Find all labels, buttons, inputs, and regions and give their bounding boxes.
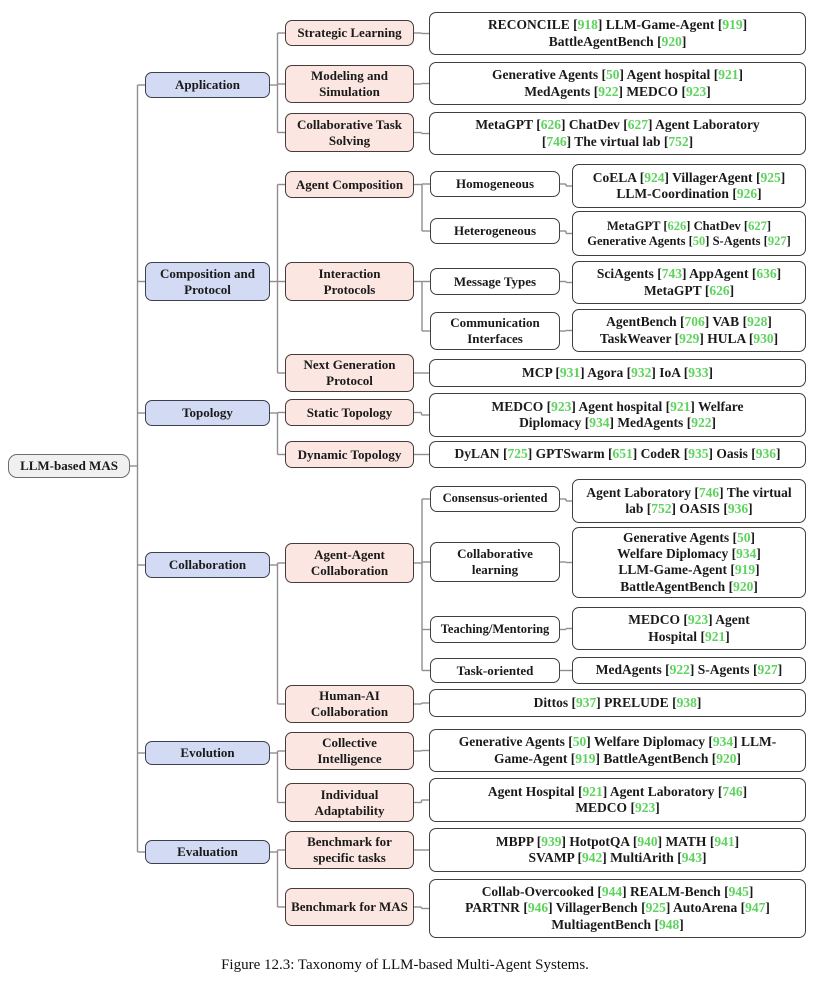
node-next-generation-protocol: Next Generation Protocol: [285, 354, 414, 392]
refs-text: Agent Laboratory [746] The virtual lab […: [586, 484, 792, 516]
refs-text: MetaGPT [626] ChatDev [627] Agent Labora…: [475, 117, 760, 149]
node-interaction-protocols: Interaction Protocols: [285, 262, 414, 301]
refs-static-topology: MEDCO [923] Agent hospital [921] Welfare…: [429, 393, 806, 437]
refs-text: MetaGPT [626] ChatDev [627] Generative A…: [587, 218, 791, 248]
refs-message-types: SciAgents [743] AppAgent [636] MetaGPT […: [572, 261, 806, 304]
refs-consensus-oriented: Agent Laboratory [746] The virtual lab […: [572, 479, 806, 523]
refs-text: Generative Agents [50] Welfare Diplomacy…: [458, 734, 777, 766]
refs-next-generation-protocol: MCP [931] Agora [932] IoA [933]: [429, 359, 806, 387]
node-collaborative-learning: Collaborative learning: [430, 542, 560, 582]
branch-application: Application: [145, 72, 270, 98]
refs-communication-interfaces: AgentBench [706] VAB [928] TaskWeaver [9…: [572, 309, 806, 352]
node-individual-adaptability: Individual Adaptability: [285, 783, 414, 822]
refs-text: Agent Hospital [921] Agent Laboratory [7…: [487, 783, 748, 815]
node-human-ai-collaboration: Human-AI Collaboration: [285, 685, 414, 723]
node-agent-composition: Agent Composition: [285, 171, 414, 198]
branch-evaluation: Evaluation: [145, 840, 270, 864]
root-node-llm-based-mas: LLM-based MAS: [8, 454, 130, 478]
refs-text: RECONCILE [918] LLM-Game-Agent [919] Bat…: [487, 17, 748, 49]
node-homogeneous: Homogeneous: [430, 171, 560, 197]
node-collaborative-task-solving: Collaborative Task Solving: [285, 113, 414, 152]
refs-task-oriented: MedAgents [922] S-Agents [927]: [572, 657, 806, 684]
refs-heterogeneous: MetaGPT [626] ChatDev [627] Generative A…: [572, 211, 806, 256]
refs-text: Generative Agents [50] Welfare Diplomacy…: [617, 530, 761, 594]
refs-strategic-learning: RECONCILE [918] LLM-Game-Agent [919] Bat…: [429, 12, 806, 55]
refs-collective-intelligence: Generative Agents [50] Welfare Diplomacy…: [429, 729, 806, 772]
node-communication-interfaces: Communication Interfaces: [430, 312, 560, 350]
refs-benchmark-for-mas: Collab-Overcooked [944] REALM-Bench [945…: [429, 879, 806, 938]
node-benchmark-for-mas: Benchmark for MAS: [285, 888, 414, 926]
refs-text: Collab-Overcooked [944] REALM-Bench [945…: [465, 884, 770, 932]
refs-text: DyLAN [725] GPTSwarm [651] CodeR [935] O…: [454, 446, 781, 462]
refs-teaching-mentoring: MEDCO [923] Agent Hospital [921]: [572, 607, 806, 650]
refs-text: MedAgents [922] S-Agents [927]: [595, 662, 783, 678]
refs-text: Generative Agents [50] Agent hospital [9…: [492, 67, 743, 99]
refs-collaborative-task-solving: MetaGPT [626] ChatDev [627] Agent Labora…: [429, 112, 806, 155]
refs-text: SciAgents [743] AppAgent [636] MetaGPT […: [596, 266, 782, 298]
refs-modeling-and-simulation: Generative Agents [50] Agent hospital [9…: [429, 62, 806, 105]
node-static-topology: Static Topology: [285, 399, 414, 426]
refs-text: MEDCO [923] Agent Hospital [921]: [628, 612, 750, 644]
branch-topology: Topology: [145, 400, 270, 426]
node-consensus-oriented: Consensus-oriented: [430, 486, 560, 512]
refs-text: MEDCO [923] Agent hospital [921] Welfare…: [491, 398, 744, 430]
refs-dynamic-topology: DyLAN [725] GPTSwarm [651] CodeR [935] O…: [429, 441, 806, 468]
refs-text: AgentBench [706] VAB [928] TaskWeaver [9…: [599, 314, 779, 346]
node-agent-agent-collaboration: Agent-Agent Collaboration: [285, 543, 414, 583]
refs-text: MBPP [939] HotpotQA [940] MATH [941] SVA…: [495, 833, 740, 865]
refs-homogeneous: CoELA [924] VillagerAgent [925] LLM-Coor…: [572, 164, 806, 208]
node-modeling-and-simulation: Modeling and Simulation: [285, 65, 414, 103]
refs-human-ai-collaboration: Dittos [937] PRELUDE [938]: [429, 689, 806, 717]
node-heterogeneous: Heterogeneous: [430, 218, 560, 244]
refs-text: Dittos [937] PRELUDE [938]: [533, 694, 702, 710]
refs-benchmark-for-specific-tasks: MBPP [939] HotpotQA [940] MATH [941] SVA…: [429, 828, 806, 872]
refs-collaborative-learning: Generative Agents [50] Welfare Diplomacy…: [572, 527, 806, 598]
node-collective-intelligence: Collective Intelligence: [285, 732, 414, 770]
node-dynamic-topology: Dynamic Topology: [285, 441, 414, 468]
node-teaching-mentoring: Teaching/Mentoring: [430, 616, 560, 643]
node-message-types: Message Types: [430, 268, 560, 295]
branch-evolution: Evolution: [145, 741, 270, 765]
node-benchmark-for-specific-tasks: Benchmark for specific tasks: [285, 831, 414, 869]
branch-collaboration: Collaboration: [145, 552, 270, 578]
refs-text: CoELA [924] VillagerAgent [925] LLM-Coor…: [592, 169, 786, 201]
node-strategic-learning: Strategic Learning: [285, 20, 414, 46]
refs-individual-adaptability: Agent Hospital [921] Agent Laboratory [7…: [429, 778, 806, 822]
node-task-oriented: Task-oriented: [430, 658, 560, 683]
figure-caption: Figure 12.3: Taxonomy of LLM-based Multi…: [221, 957, 589, 973]
refs-text: MCP [931] Agora [932] IoA [933]: [522, 364, 713, 380]
branch-composition-and-protocol: Composition and Protocol: [145, 262, 270, 301]
